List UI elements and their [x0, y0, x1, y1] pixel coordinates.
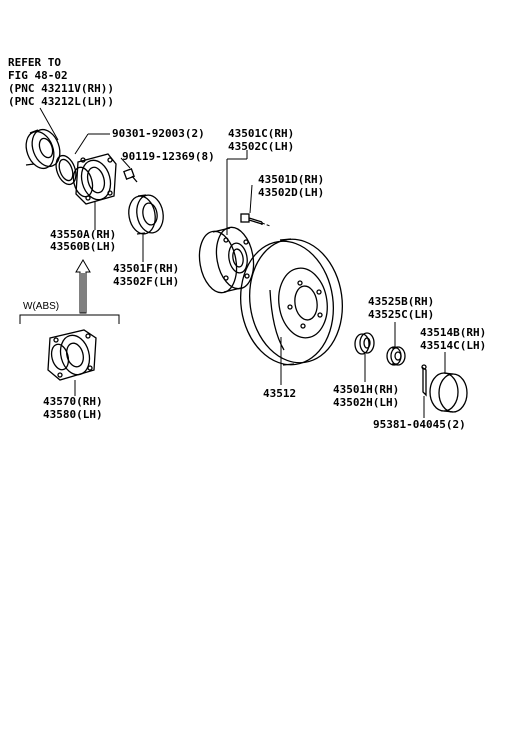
- refer-note-line-1: REFER TO: [8, 56, 61, 69]
- part-43525b[interactable]: 43525B(RH): [368, 295, 435, 308]
- leader-43501d: [249, 184, 253, 214]
- refer-note-line-3[interactable]: (PNC 43211V(RH)): [8, 82, 114, 95]
- part-43502f[interactable]: 43502F(LH): [113, 275, 180, 288]
- part-43514b[interactable]: 43514B(RH): [420, 326, 487, 339]
- alternate-arrow: [75, 259, 91, 314]
- disc-rotor-drawing: [239, 238, 344, 366]
- axle-hub-drawing: [198, 226, 255, 294]
- part-43512[interactable]: 43512: [263, 387, 297, 400]
- part-43502d[interactable]: 43502D(LH): [258, 186, 325, 199]
- part-43501f[interactable]: 43501F(RH): [113, 262, 180, 275]
- hub-bolt-drawing: [240, 213, 263, 225]
- part-43502c[interactable]: 43502C(LH): [228, 140, 295, 153]
- bolt-drawing: [123, 168, 138, 183]
- part-43514c[interactable]: 43514C(LH): [420, 339, 487, 352]
- part-43501d[interactable]: 43501D(RH): [258, 173, 325, 186]
- oil-seal-drawing: [25, 128, 61, 170]
- part-43525c[interactable]: 43525C(LH): [368, 308, 435, 321]
- part-90301[interactable]: 90301-92003(2): [112, 127, 205, 140]
- refer-note-line-2[interactable]: FIG 48-02: [8, 69, 68, 82]
- abs-label: W(ABS): [23, 301, 60, 312]
- o-ring-drawing: [55, 154, 77, 186]
- leader-refer: [39, 107, 59, 141]
- grease-cap-drawing: [429, 372, 468, 413]
- refer-note-line-4[interactable]: (PNC 43212L(LH)): [8, 95, 114, 108]
- part-43502h[interactable]: 43502H(LH): [333, 396, 400, 409]
- part-43550a[interactable]: 43550A(RH): [50, 228, 117, 241]
- part-43501h[interactable]: 43501H(RH): [333, 383, 400, 396]
- part-43501c[interactable]: 43501C(RH): [228, 127, 295, 140]
- abs-hub-bearing-drawing: [47, 329, 97, 381]
- abs-bracket: [19, 314, 120, 324]
- hub-bearing-drawing: [72, 153, 117, 205]
- part-95381[interactable]: 95381-04045(2): [373, 418, 466, 431]
- cotter-pin-drawing: [421, 364, 427, 397]
- outer-bearing-drawing: [128, 194, 164, 235]
- leader-90119: [120, 157, 131, 169]
- part-43570[interactable]: 43570(RH): [43, 395, 103, 408]
- thrust-washer-drawing: [354, 332, 375, 355]
- leader-90301: [74, 133, 89, 155]
- part-43580[interactable]: 43580(LH): [43, 408, 103, 421]
- part-43560b[interactable]: 43560B(LH): [50, 240, 117, 253]
- lock-nut-drawing: [386, 346, 406, 366]
- part-90119[interactable]: 90119-12369(8): [122, 150, 215, 163]
